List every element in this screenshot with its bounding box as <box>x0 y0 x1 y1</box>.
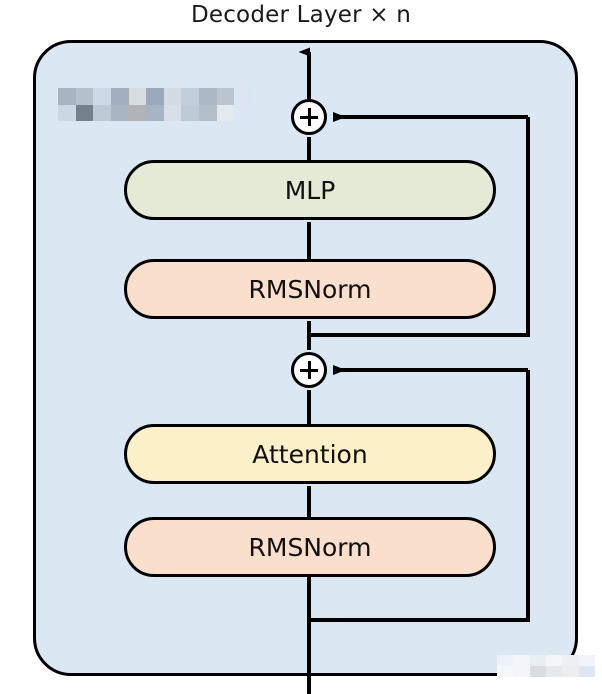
mosaic-tile <box>216 88 235 105</box>
mosaic-tile <box>513 655 530 666</box>
mosaic-tile <box>58 104 76 121</box>
mosaic-tile <box>181 104 200 121</box>
mosaic-tile <box>562 666 579 677</box>
mosaic-tile <box>529 655 546 666</box>
mosaic-tile <box>181 88 200 105</box>
mosaic-tile <box>146 88 164 105</box>
mosaic-tile <box>110 88 129 105</box>
mosaic-tile <box>75 88 94 105</box>
mosaic-tile <box>93 104 111 121</box>
mosaic-tile <box>578 666 595 677</box>
mosaic-tile <box>128 104 147 121</box>
mosaic-tile <box>497 655 514 666</box>
mosaic-tile <box>58 88 76 105</box>
mosaic-tile <box>562 655 579 666</box>
mosaic-tile <box>199 88 217 105</box>
mosaic-tile <box>529 666 546 677</box>
plus-vertical-stroke <box>308 108 311 126</box>
plus-vertical-stroke <box>308 361 311 379</box>
mosaic-tile <box>546 666 563 677</box>
mosaic-tile <box>110 104 129 121</box>
mosaic-tile <box>513 666 530 677</box>
mosaic-tile <box>578 655 595 666</box>
mosaic-tile <box>146 104 164 121</box>
redacted-corner-patch <box>497 655 595 677</box>
mosaic-tile <box>93 88 111 105</box>
mosaic-tile <box>546 655 563 666</box>
mosaic-tile <box>497 666 514 677</box>
mosaic-tile <box>163 88 182 105</box>
residual-add-mlp-icon <box>291 99 327 135</box>
mosaic-tile <box>234 88 252 105</box>
block-mlp[interactable]: MLP <box>124 160 496 220</box>
mosaic-tile <box>163 104 182 121</box>
block-rmsnorm-lower[interactable]: RMSNorm <box>124 517 496 577</box>
mosaic-tile <box>199 104 217 121</box>
mosaic-tile <box>234 104 252 121</box>
diagram-title: Decoder Layer × n <box>190 2 412 28</box>
block-rmsnorm-upper[interactable]: RMSNorm <box>124 259 496 319</box>
mosaic-tile <box>75 104 94 121</box>
residual-add-attention-icon <box>291 352 327 388</box>
mosaic-tile <box>128 88 147 105</box>
mosaic-tile <box>216 104 235 121</box>
redacted-label-patch <box>58 88 252 121</box>
block-attention[interactable]: Attention <box>124 424 496 484</box>
